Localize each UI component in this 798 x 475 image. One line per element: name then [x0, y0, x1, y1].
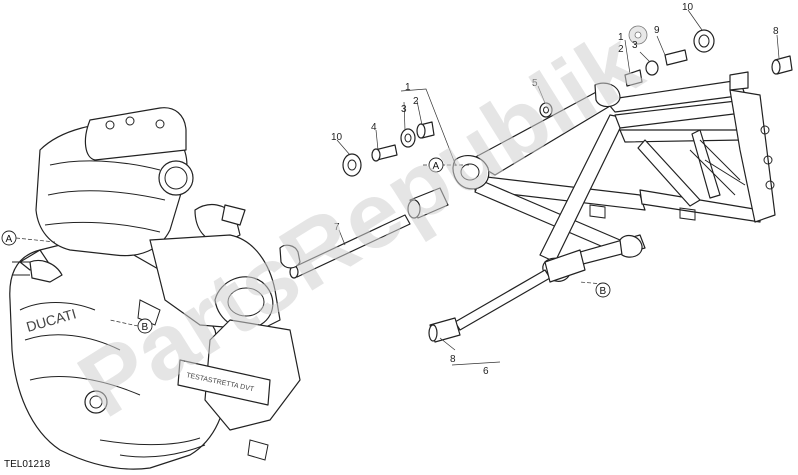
reference-marker-a-engine: A	[1, 230, 56, 246]
reference-marker-b-frame: B	[595, 282, 611, 298]
callout-3: 3	[401, 104, 407, 115]
svg-text:A: A	[6, 234, 13, 245]
pivot-tube-7	[279, 187, 449, 279]
callout-2-upper: 2	[618, 44, 624, 55]
callout-numbers: 1 2 3 4 5 6 7 8 10 1 2 3 9 10 8	[331, 2, 779, 377]
callout-10-upper: 10	[682, 2, 694, 13]
callout-1-upper: 1	[618, 32, 624, 43]
reference-marker-b-engine: B	[109, 318, 153, 334]
trellis-frame	[452, 71, 776, 282]
callout-7: 7	[334, 222, 340, 233]
callout-10-left: 10	[331, 132, 343, 143]
svg-text:A: A	[433, 161, 440, 172]
washer-3	[400, 128, 416, 148]
callout-4: 4	[371, 122, 377, 133]
svg-text:B: B	[600, 286, 607, 297]
engine-assembly: DUCATI TESTASTRETTA DVT	[9, 107, 301, 470]
callout-1: 1	[405, 82, 411, 93]
callout-6: 6	[483, 366, 489, 377]
spacer-8-upper	[771, 55, 793, 75]
spacer-10-left	[342, 153, 362, 177]
callout-5: 5	[532, 78, 538, 89]
callout-8-upper: 8	[773, 26, 779, 37]
bushing-2	[416, 121, 435, 139]
reference-marker-a-frame: A	[428, 157, 444, 173]
spacer-5	[539, 102, 553, 118]
bolt-4	[371, 144, 398, 162]
drawing-code: TEL01218	[4, 459, 51, 470]
callout-3-upper: 3	[632, 40, 638, 51]
bushing-upper-right	[624, 29, 715, 87]
callout-9: 9	[654, 25, 660, 36]
callout-8-lower: 8	[450, 354, 456, 365]
callout-2: 2	[413, 96, 419, 107]
pivot-tube-6	[428, 249, 586, 343]
svg-text:B: B	[142, 322, 149, 333]
gear-icon	[628, 25, 648, 45]
